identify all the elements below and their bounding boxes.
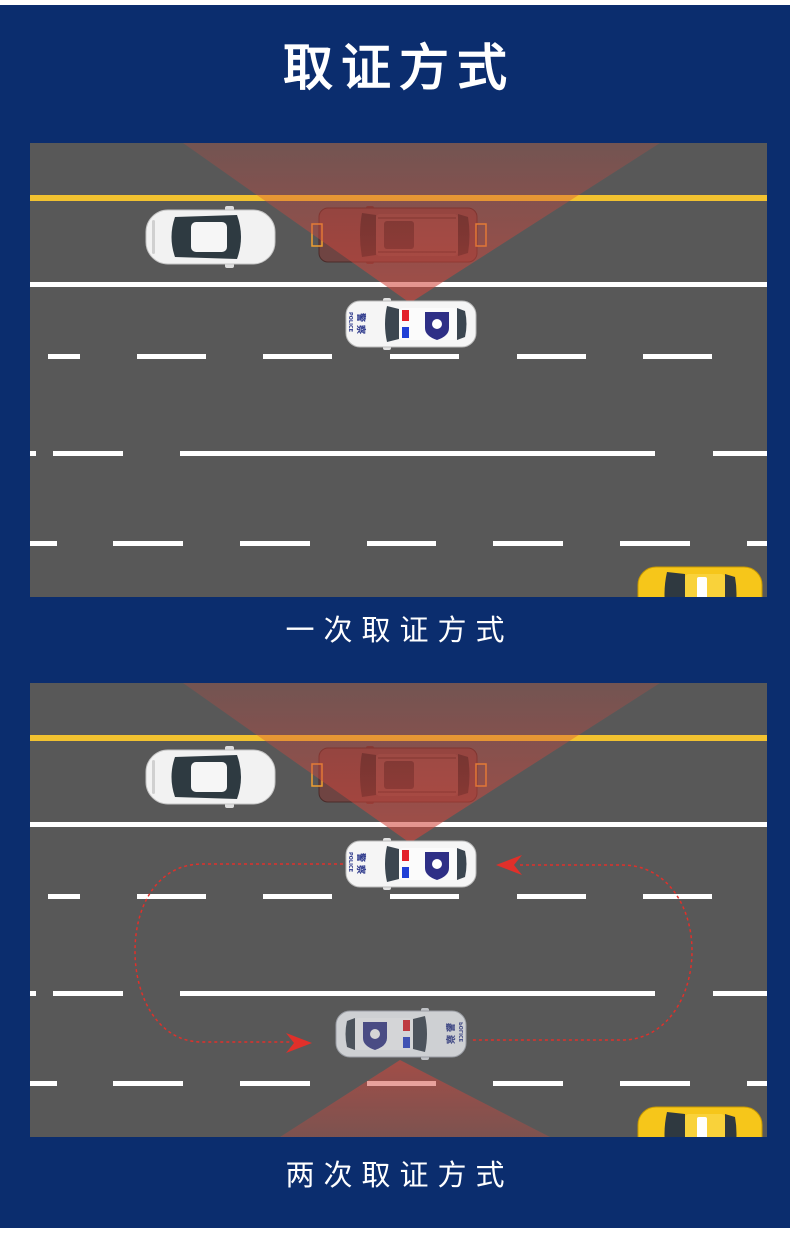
lane-dash bbox=[643, 354, 712, 359]
police-light-red bbox=[402, 850, 409, 861]
lane-dash bbox=[263, 354, 332, 359]
police-car-windshield bbox=[385, 306, 399, 342]
taxi-rear-window bbox=[725, 574, 737, 597]
police-car-windshield bbox=[413, 1016, 427, 1052]
dashed-lane-line-1 bbox=[48, 354, 712, 359]
lane-dash bbox=[30, 541, 57, 546]
dashed-lane-line-2 bbox=[30, 451, 767, 456]
police-car-rear-window bbox=[345, 1018, 355, 1050]
lane-dash bbox=[48, 894, 80, 899]
lane-dash bbox=[713, 991, 767, 996]
scene-double-capture: 警察 POLICE 警察 POLICE bbox=[30, 683, 767, 1137]
police-car-label-cn: 警察 bbox=[355, 313, 367, 337]
lane-dash bbox=[30, 451, 36, 456]
police-emblem-center bbox=[370, 1029, 380, 1039]
infographic-panel: 取证方式 bbox=[0, 5, 790, 1228]
lane-dash bbox=[48, 354, 80, 359]
scene-caption-double: 两次取证方式 bbox=[285, 1158, 514, 1192]
lane-dash bbox=[517, 354, 586, 359]
police-light-blue bbox=[402, 867, 409, 878]
taxi-roof-sign bbox=[697, 577, 707, 597]
lane-dash bbox=[390, 354, 459, 359]
police-car-label-en: POLICE bbox=[347, 312, 353, 333]
lane-dash bbox=[390, 894, 459, 899]
arrow-right-icon bbox=[286, 1033, 312, 1053]
police-car-label-en: POLICE bbox=[347, 852, 353, 873]
capture-zone-cone-second bbox=[280, 1060, 550, 1137]
lane-dash bbox=[263, 894, 332, 899]
taxi-roof-sign bbox=[697, 1117, 707, 1137]
lane-dash bbox=[240, 1081, 310, 1086]
lane-dash bbox=[53, 451, 123, 456]
police-car-rear-window bbox=[457, 308, 467, 340]
lane-dash bbox=[30, 1081, 57, 1086]
capture-zone-cone bbox=[183, 143, 660, 303]
lane-dash bbox=[620, 541, 690, 546]
yellow-taxi-icon bbox=[637, 1106, 763, 1137]
police-emblem-center bbox=[432, 859, 442, 869]
lane-dash bbox=[113, 541, 183, 546]
police-car-rear-window bbox=[457, 848, 467, 880]
lane-dash bbox=[517, 894, 586, 899]
police-light-blue bbox=[403, 1037, 410, 1048]
lane-dash bbox=[180, 991, 655, 996]
police-car-windshield bbox=[385, 846, 399, 882]
white-sedan-icon bbox=[145, 206, 276, 268]
dashed-lane-line-2 bbox=[30, 991, 767, 996]
lane-dash bbox=[180, 451, 655, 456]
police-light-red bbox=[403, 1020, 410, 1031]
dashed-lane-line-3 bbox=[30, 541, 767, 546]
taxi-windshield bbox=[664, 1112, 685, 1137]
taxi-windshield bbox=[664, 572, 685, 597]
lane-dash bbox=[747, 1081, 767, 1086]
sedan-bumper bbox=[152, 220, 155, 254]
taxi-rear-window bbox=[725, 1114, 737, 1137]
police-car-label-cn: 警察 bbox=[445, 1023, 457, 1047]
arrow-left-icon bbox=[496, 855, 522, 875]
lane-dash bbox=[30, 991, 36, 996]
lane-dash bbox=[747, 541, 767, 546]
scene-single-capture: 警察 POLICE bbox=[30, 143, 767, 597]
lane-dash bbox=[113, 1081, 183, 1086]
police-emblem-center bbox=[432, 319, 442, 329]
yellow-taxi-icon bbox=[637, 566, 763, 597]
sedan-bumper bbox=[152, 760, 155, 794]
police-car-label-en: POLICE bbox=[459, 1022, 465, 1043]
police-car-icon: 警察 POLICE bbox=[345, 838, 477, 890]
lane-dash bbox=[137, 894, 206, 899]
police-car-icon: 警察 POLICE bbox=[345, 298, 477, 350]
lane-dash bbox=[620, 1081, 690, 1086]
police-car-label-cn: 警察 bbox=[355, 853, 367, 877]
lane-dash bbox=[240, 541, 310, 546]
sedan-roof bbox=[191, 222, 227, 252]
page-title: 取证方式 bbox=[283, 39, 515, 97]
lane-dash bbox=[713, 451, 767, 456]
white-sedan-icon bbox=[145, 746, 276, 808]
police-car-second-pass-icon: 警察 POLICE bbox=[335, 1008, 467, 1060]
police-light-blue bbox=[402, 327, 409, 338]
lane-dash bbox=[53, 991, 123, 996]
lane-dash bbox=[367, 541, 436, 546]
scene-caption-single: 一次取证方式 bbox=[285, 613, 514, 647]
lane-dash bbox=[137, 354, 206, 359]
police-light-red bbox=[402, 310, 409, 321]
sedan-roof bbox=[191, 762, 227, 792]
capture-zone-cone-first bbox=[183, 683, 660, 843]
patrol-route-right-loop bbox=[470, 864, 693, 1041]
lane-dash bbox=[493, 1081, 563, 1086]
lane-dash bbox=[493, 541, 563, 546]
patrol-route bbox=[134, 863, 693, 1043]
